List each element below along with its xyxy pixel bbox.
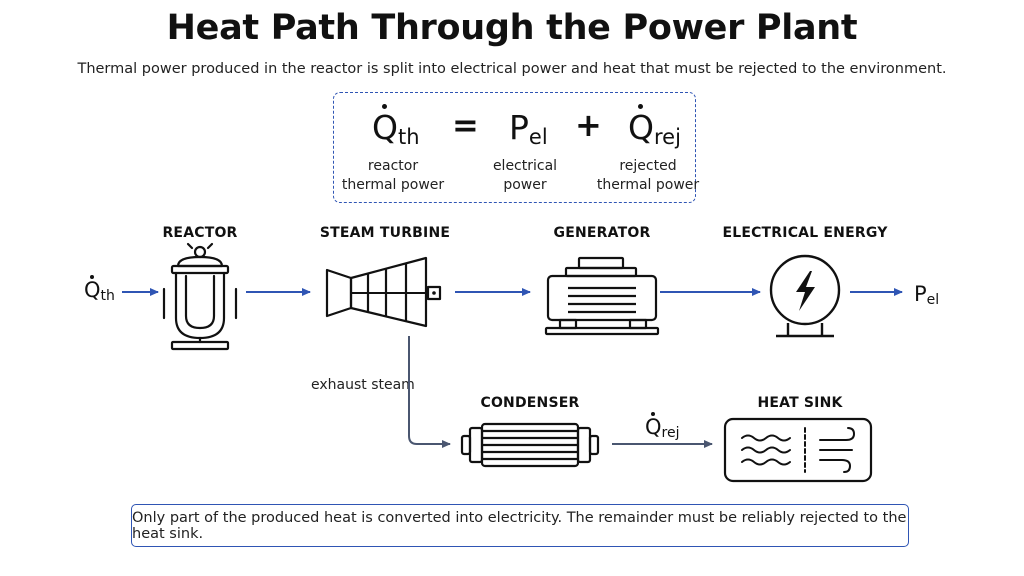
electrical-energy-icon <box>769 254 841 338</box>
label-line: thermal power <box>596 177 700 193</box>
reactor-icon <box>162 242 238 351</box>
rejected-qrej-label: Qrej <box>645 412 680 441</box>
equation-term-pel: Pel <box>509 108 548 149</box>
label-line: rejected <box>619 158 677 174</box>
q-dot-symbol: Q <box>84 275 101 302</box>
secondary-flow-arrows <box>408 336 713 448</box>
equation-label-qth: reactor thermal power <box>333 157 453 195</box>
steam-turbine-label: STEAM TURBINE <box>319 225 451 241</box>
note-text: Only part of the produced heat is conver… <box>132 509 907 542</box>
equals-sign: = <box>452 106 479 144</box>
page-subtitle: Thermal power produced in the reactor is… <box>77 61 947 77</box>
label-line: reactor <box>367 158 419 174</box>
note-box: Only part of the produced heat is conver… <box>131 504 909 547</box>
equation-subscript: th <box>397 125 420 149</box>
label-line: thermal power <box>341 177 445 193</box>
heat-sink-label: HEAT SINK <box>757 395 843 411</box>
exhaust-steam-label: exhaust steam <box>311 377 415 393</box>
q-dot-symbol: Q <box>628 104 654 147</box>
p-symbol: P <box>914 282 927 306</box>
flow-subscript: rej <box>661 425 680 441</box>
equation-term-qrej: Qrej <box>628 104 681 149</box>
page-title: Heat Path Through the Power Plant <box>166 8 858 48</box>
input-qth-label: Qth <box>84 275 115 304</box>
flow-subscript: th <box>100 288 115 304</box>
arrow-exhaust-steam <box>408 336 451 448</box>
equation-box <box>333 92 696 203</box>
equation-label-pel: electrical power <box>465 157 585 195</box>
label-line: electrical <box>492 158 558 174</box>
reactor-label: REACTOR <box>162 225 238 241</box>
plus-sign: + <box>575 106 602 144</box>
q-dot-symbol: Q <box>372 104 398 147</box>
p-symbol: P <box>509 108 529 147</box>
equation-subscript: el <box>528 125 548 149</box>
condenser-label: CONDENSER <box>480 395 580 411</box>
output-pel-label: Pel <box>914 282 939 308</box>
generator-icon <box>544 256 660 336</box>
flow-subscript: el <box>926 292 940 308</box>
heat-sink-icon <box>723 417 873 483</box>
steam-turbine-icon <box>325 256 442 328</box>
q-dot-symbol: Q <box>645 412 662 439</box>
electrical-energy-label: ELECTRICAL ENERGY <box>722 225 888 241</box>
equation-term-qth: Qth <box>372 104 420 149</box>
generator-label: GENERATOR <box>553 225 651 241</box>
label-line: power <box>503 177 547 193</box>
equation-label-qrej: rejected thermal power <box>588 157 708 195</box>
condenser-icon <box>460 422 600 468</box>
equation-subscript: rej <box>653 125 681 149</box>
